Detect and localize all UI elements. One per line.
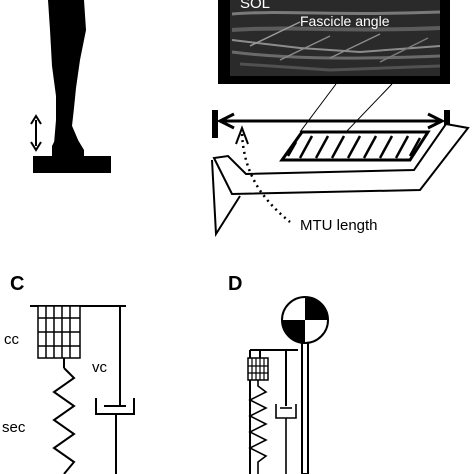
series-elastic-label: sec xyxy=(2,419,26,436)
mtu-length-label: MTU length xyxy=(300,217,378,234)
vertical-motion-arrow-icon xyxy=(30,114,42,152)
contractile-component-label: cc xyxy=(4,331,20,348)
muscle-label: SOL xyxy=(240,0,270,12)
hill-model xyxy=(30,305,135,474)
step-block xyxy=(33,156,111,173)
ultrasound-image: SOL Fascicle angle xyxy=(218,0,450,84)
panel-d-letter: D xyxy=(228,273,242,295)
pendulum-model xyxy=(247,342,309,474)
callout-lines xyxy=(299,83,393,133)
fascicle-angle-label: Fascicle angle xyxy=(300,13,390,29)
mtu-dotted-line xyxy=(235,125,291,223)
muscle-hatched xyxy=(279,130,431,162)
leg-outline xyxy=(211,122,470,238)
foot xyxy=(52,126,84,156)
viscous-component-label: vc xyxy=(92,359,108,376)
panel-c-letter: C xyxy=(10,273,24,295)
center-of-mass-icon xyxy=(281,296,329,344)
standing-figure xyxy=(48,0,86,148)
